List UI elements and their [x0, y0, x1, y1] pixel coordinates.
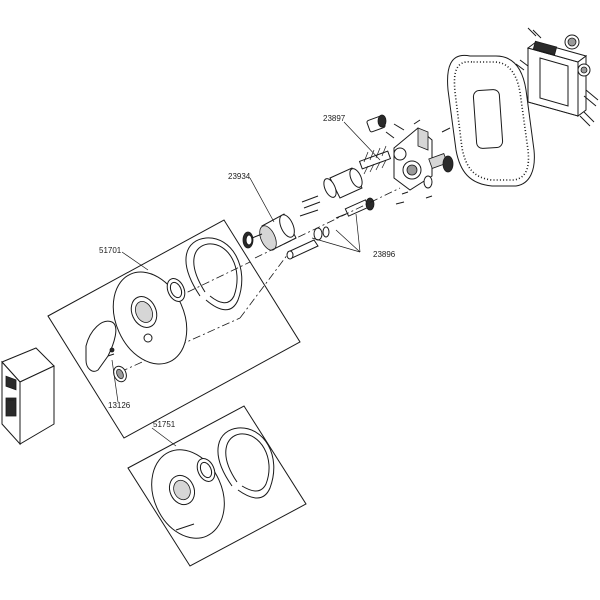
valve-body-assembly	[286, 114, 454, 260]
sealing-gasket	[447, 54, 535, 187]
thermostat-module	[1, 347, 55, 446]
label-23934: 23934	[228, 172, 251, 181]
label-51701: 51701	[99, 246, 122, 255]
label-13126: 13126	[108, 401, 131, 410]
label-51751: 51751	[153, 420, 176, 429]
label-23896: 23896	[373, 250, 396, 259]
trim-panel-51701	[47, 219, 301, 439]
leader-lines	[111, 121, 381, 447]
label-23897: 23897	[323, 114, 346, 123]
cartridge	[242, 213, 297, 251]
mounting-box	[515, 27, 599, 127]
trim-panel-51751	[127, 405, 307, 567]
part-labels: 23897 23934 51701 23896 13126 51751	[99, 114, 396, 429]
